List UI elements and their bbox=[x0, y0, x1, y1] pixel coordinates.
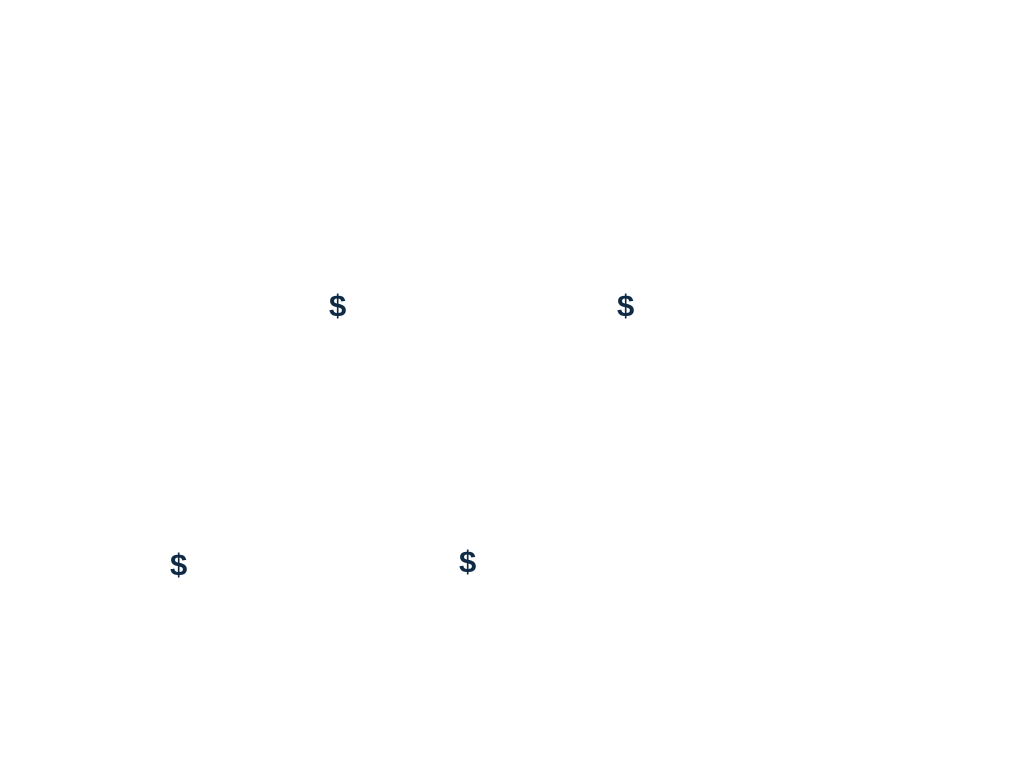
dollar-sign-icon: $ bbox=[170, 547, 188, 582]
dollar-sign-icon: $ bbox=[459, 544, 477, 579]
dollar-sign-icon: $ bbox=[617, 288, 635, 323]
dollar-sign-icon: $ bbox=[329, 288, 347, 323]
